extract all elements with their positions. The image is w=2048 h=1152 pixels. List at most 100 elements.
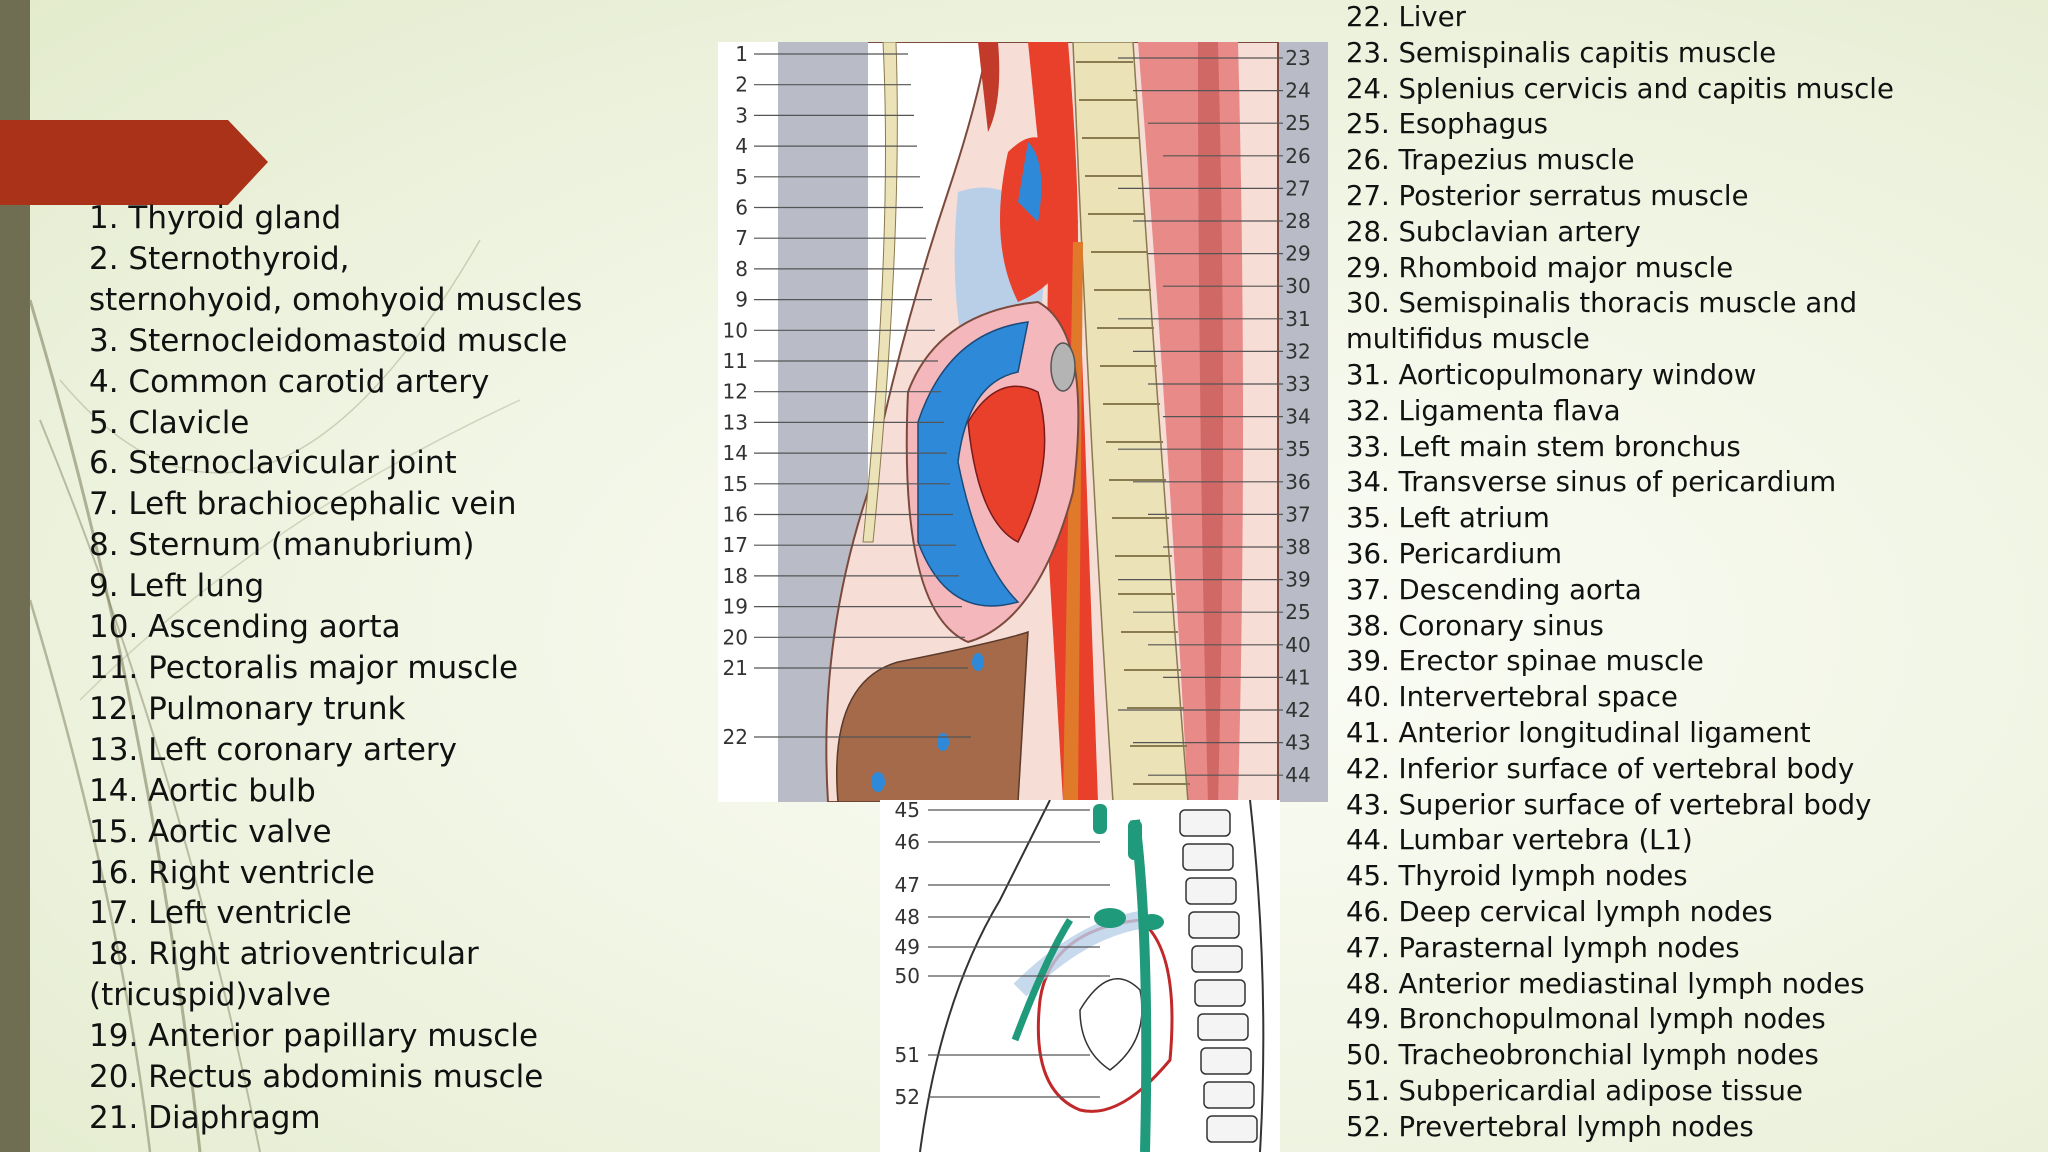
figure-label-left-16: 17 <box>723 533 748 557</box>
figure-label-right-8: 31 <box>1285 307 1310 331</box>
legend-left-item-15: 15. Aortic valve <box>89 813 332 850</box>
legend-left-item-7: 7. Left brachiocephalic vein <box>89 486 517 523</box>
figure-label-right-13: 36 <box>1285 470 1310 494</box>
mediastinal-lymph-node <box>1094 908 1126 928</box>
legend-right-item-14: 35. Left atrium <box>1346 502 1550 535</box>
lymph-label-1: 46 <box>895 830 920 854</box>
figure-label-left-5: 6 <box>735 196 748 220</box>
legend-left-item-17: 17. Left ventricle <box>89 895 352 932</box>
legend-right-item-19: 40. Intervertebral space <box>1346 681 1678 714</box>
legend-left-item-12: 12. Pulmonary trunk <box>89 690 406 727</box>
lymph-nodes-illustration: 45 46 47 48 49 50 51 52 <box>880 800 1280 1152</box>
figure-label-left-0: 1 <box>735 42 748 66</box>
lymph-label-6: 51 <box>895 1043 920 1067</box>
figure-label-left-2: 3 <box>735 103 748 127</box>
lymph-label-2: 47 <box>895 873 920 897</box>
lymph-label-7: 52 <box>895 1085 920 1109</box>
figure-label-right-2: 25 <box>1285 111 1310 135</box>
legend-right-item-25: 46. Deep cervical lymph nodes <box>1346 895 1773 928</box>
legend-right-item-12: 33. Left main stem bronchus <box>1346 430 1741 463</box>
heart-sketch <box>1079 978 1143 1071</box>
lymph-vertebra-6 <box>1197 1013 1249 1041</box>
left-ventricle <box>967 385 1046 544</box>
legend-right-item-26: 47. Parasternal lymph nodes <box>1346 931 1740 964</box>
legend-left-item-16: 16. Right ventricle <box>89 854 375 891</box>
sternum <box>862 42 898 543</box>
legend-left-item-4: 4. Common carotid artery <box>89 363 490 400</box>
brachiocephalic-vein <box>1018 142 1042 222</box>
legend-right-item-1: 23. Semispinalis capitis muscle <box>1346 36 1777 69</box>
legend-right-item-11: 32. Ligamenta flava <box>1346 394 1621 427</box>
figure-label-right-21: 43 <box>1285 731 1310 755</box>
legend-right-item-8: 30. Semispinalis thoracis muscle and <box>1346 287 1858 320</box>
legend-right-item-24: 45. Thyroid lymph nodes <box>1346 860 1688 893</box>
thyroid-gland <box>978 42 1000 132</box>
figure-label-right-5: 28 <box>1285 209 1310 233</box>
figure-label-right-3: 26 <box>1285 144 1310 168</box>
posterior-body-outline <box>1249 800 1265 1152</box>
lymph-label-0: 45 <box>895 800 920 822</box>
lymph-vertebra-5 <box>1194 979 1246 1007</box>
legend-left-item-13: 13. Left coronary artery <box>89 731 458 768</box>
figure-label-right-12: 35 <box>1285 437 1310 461</box>
anterior-body-outline <box>919 800 1051 1152</box>
figure-label-right-19: 41 <box>1285 665 1310 689</box>
figure-label-left-17: 18 <box>723 564 748 588</box>
right-ventricle <box>917 321 1029 607</box>
legend-right-item-10: 31. Aorticopulmonary window <box>1346 358 1757 391</box>
legend-left-item-2: sternohyoid, omohyoid muscles <box>89 281 583 318</box>
figure-label-left-11: 12 <box>723 380 748 404</box>
legend-right-item-17: 38. Coronary sinus <box>1346 609 1604 642</box>
lymph-vertebra-1 <box>1182 843 1234 871</box>
legend-left-item-5: 5. Clavicle <box>89 404 250 441</box>
legend-left-item-3: 3. Sternocleidomastoid muscle <box>89 322 568 359</box>
legend-right-item-21: 42. Inferior surface of vertebral body <box>1346 752 1855 785</box>
figure-label-right-22: 44 <box>1285 763 1310 787</box>
figure-label-right-15: 38 <box>1285 535 1310 559</box>
figure-label-left-20: 21 <box>723 656 748 680</box>
lymph-label-4: 49 <box>895 935 920 959</box>
legend-left-item-14: 14. Aortic bulb <box>89 772 316 809</box>
figure-label-right-20: 42 <box>1285 698 1310 722</box>
lung-sketch <box>1013 911 1142 997</box>
legend-left-item-9: 9. Left lung <box>89 568 265 605</box>
legend-left-item-0: 1. Thyroid gland <box>89 200 342 236</box>
figure-label-left-4: 5 <box>735 165 748 189</box>
legend-left-item-8: 8. Sternum (manubrium) <box>89 527 475 564</box>
figure-label-left-18: 19 <box>723 595 748 619</box>
lymph-vertebra-4 <box>1191 945 1243 973</box>
legend-left-item-22: 21. Diaphragm <box>89 1099 321 1136</box>
lymph-vertebra-0 <box>1179 809 1231 837</box>
lymph-vertebra-9 <box>1206 1115 1258 1143</box>
legend-right-item-29: 50. Tracheobronchial lymph nodes <box>1346 1039 1819 1072</box>
legend-right-item-9: multifidus muscle <box>1346 323 1590 356</box>
figure-label-left-15: 16 <box>723 503 748 527</box>
figure-label-right-6: 29 <box>1285 242 1310 266</box>
figure-label-right-14: 37 <box>1285 502 1310 526</box>
legend-right-item-30: 51. Subpericardial adipose tissue <box>1346 1074 1803 1107</box>
legend-right-item-0: 22. Liver <box>1346 1 1466 33</box>
figure-label-right-18: 40 <box>1285 633 1310 657</box>
figure-label-left-1: 2 <box>735 73 748 97</box>
legend-right-item-22: 43. Superior surface of vertebral body <box>1346 788 1872 821</box>
figure-label-left-7: 8 <box>735 257 748 281</box>
lymph-vertebra-3 <box>1188 911 1240 939</box>
legend-right-item-15: 36. Pericardium <box>1346 537 1563 570</box>
legend-right-item-31: 52. Prevertebral lymph nodes <box>1346 1110 1754 1143</box>
legend-right-item-2: 24. Splenius cervicis and capitis muscle <box>1346 72 1894 105</box>
figure-label-left-9: 10 <box>723 318 748 342</box>
figure-label-right-4: 27 <box>1285 176 1310 200</box>
lymph-label-5: 50 <box>895 964 920 988</box>
thyroid-lymph-node <box>1093 804 1107 834</box>
figure-label-right-9: 32 <box>1285 339 1310 363</box>
legend-left-item-18: 18. Right atrioventricular <box>89 936 479 973</box>
lymph-label-3: 48 <box>895 905 920 929</box>
figure-label-left-13: 14 <box>723 441 748 465</box>
aortic-arch <box>1000 137 1078 302</box>
legend-right-item-3: 25. Esophagus <box>1346 108 1548 141</box>
legend-right-item-16: 37. Descending aorta <box>1346 573 1642 606</box>
figure-label-left-21: 22 <box>723 725 748 749</box>
